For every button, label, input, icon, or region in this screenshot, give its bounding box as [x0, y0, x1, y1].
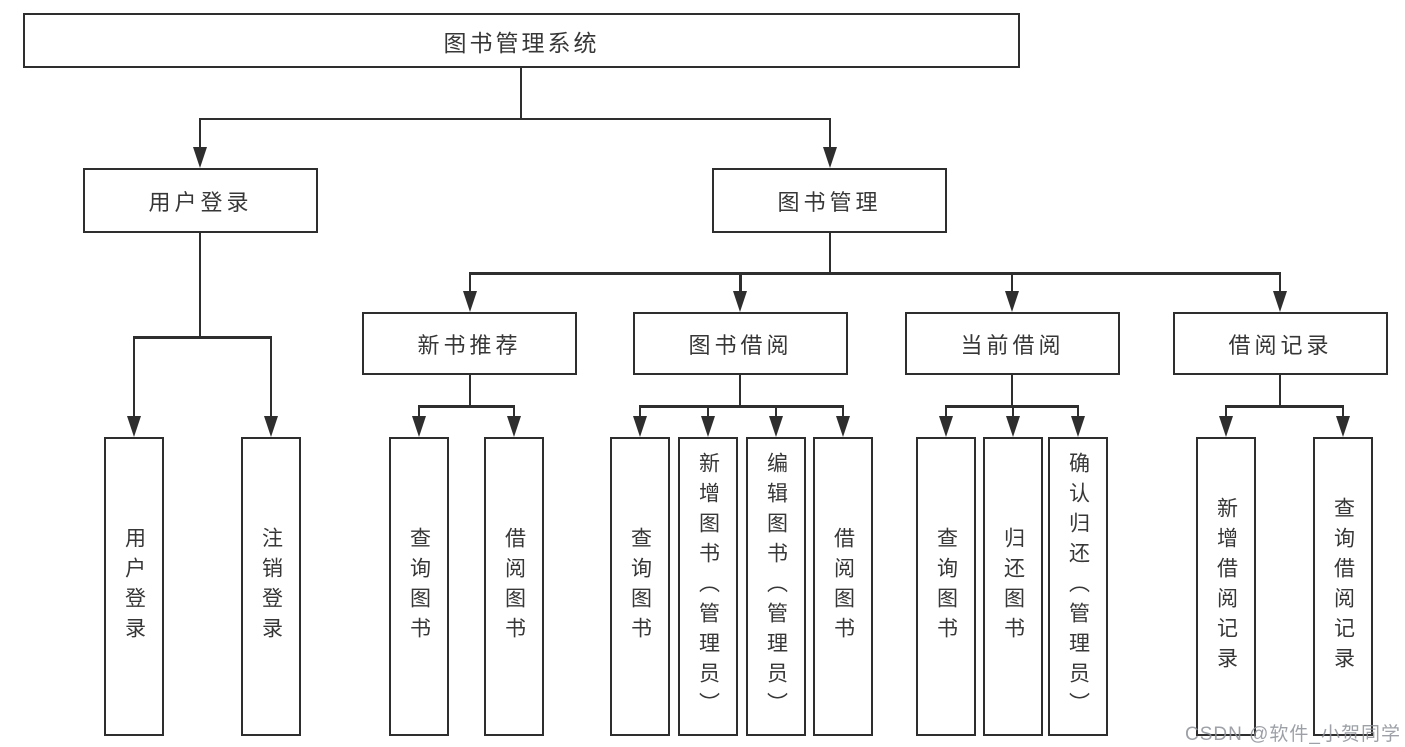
arrowhead-down-icon: [1273, 291, 1287, 312]
node-root: 图书管理系统: [23, 13, 1020, 68]
connector-segment: [1011, 405, 1015, 419]
connector-segment: [198, 117, 202, 151]
arrowhead-down-icon: [939, 416, 953, 437]
node-book-borrowing: 图书借阅: [633, 312, 848, 375]
node-current-borrowing: 当前借阅: [905, 312, 1120, 375]
connector-segment: [417, 405, 516, 408]
node-label: 编辑图书（管理员）: [764, 451, 788, 722]
connector-segment: [512, 405, 516, 419]
connector-segment: [417, 405, 421, 419]
connector-segment: [132, 336, 136, 418]
node-label: 确认归还（管理员）: [1066, 451, 1090, 722]
node-label: 当前借阅: [960, 332, 1065, 358]
connector-segment: [828, 117, 831, 151]
connector-segment: [1278, 272, 1282, 292]
leaf-query-books-borrowing: 查询图书: [610, 437, 670, 736]
node-label: 注销登录: [259, 526, 283, 647]
connector-segment: [738, 375, 742, 407]
arrowhead-down-icon: [633, 416, 647, 437]
node-label: 查询图书: [934, 526, 958, 647]
connector-segment: [468, 375, 472, 407]
connector-segment: [638, 405, 845, 408]
node-label: 用户登录: [148, 189, 253, 215]
leaf-edit-book-admin: 编辑图书（管理员）: [746, 437, 806, 736]
connector-segment: [1010, 375, 1014, 407]
arrowhead-down-icon: [769, 416, 783, 437]
leaf-query-borrow-record: 查询借阅记录: [1313, 437, 1373, 736]
node-label: 新书推荐: [417, 332, 522, 358]
node-label: 借阅图书: [502, 526, 526, 647]
leaf-logout-login: 注销登录: [241, 437, 301, 736]
connector-segment: [269, 336, 273, 418]
arrowhead-down-icon: [701, 416, 715, 437]
node-label: 图书管理系统: [443, 29, 600, 56]
connector-segment: [706, 405, 710, 419]
node-user-login: 用户登录: [83, 168, 318, 233]
node-label: 新增图书（管理员）: [696, 451, 720, 722]
csdn-watermark: CSDN @软件_小贺同学: [1185, 724, 1401, 745]
node-label: 图书管理: [777, 189, 882, 215]
arrowhead-down-icon: [1071, 416, 1085, 437]
connector-segment: [1076, 405, 1080, 419]
leaf-query-books-recommend: 查询图书: [389, 437, 449, 736]
connector-segment: [1224, 405, 1345, 408]
leaf-return-books: 归还图书: [983, 437, 1043, 736]
leaf-add-book-admin: 新增图书（管理员）: [678, 437, 738, 736]
connector-segment: [468, 272, 472, 292]
connector-segment: [739, 272, 742, 292]
node-label: 查询借阅记录: [1331, 496, 1355, 677]
arrowhead-down-icon: [412, 416, 426, 437]
connector-segment: [944, 405, 948, 419]
node-book-management: 图书管理: [712, 168, 947, 233]
leaf-user-login: 用户登录: [104, 437, 164, 736]
node-label: 查询图书: [628, 526, 652, 647]
arrowhead-down-icon: [733, 291, 747, 312]
arrowhead-down-icon: [836, 416, 850, 437]
leaf-confirm-return-admin: 确认归还（管理员）: [1048, 437, 1108, 736]
arrowhead-down-icon: [264, 416, 278, 437]
arrowhead-down-icon: [1219, 416, 1233, 437]
connector-segment: [132, 336, 272, 339]
node-label: 查询图书: [407, 526, 431, 647]
node-label: 归还图书: [1001, 526, 1025, 647]
connector-segment: [198, 233, 202, 337]
arrowhead-down-icon: [127, 416, 141, 437]
arrowhead-down-icon: [1005, 291, 1019, 312]
connector-segment: [1278, 375, 1282, 407]
node-label: 借阅记录: [1228, 332, 1333, 358]
arrowhead-down-icon: [507, 416, 521, 437]
arrowhead-down-icon: [1336, 416, 1350, 437]
connector-segment: [841, 405, 845, 419]
connector-segment: [1010, 272, 1014, 292]
connector-segment: [468, 272, 1281, 275]
connector-segment: [774, 405, 778, 419]
node-label: 用户登录: [122, 526, 146, 647]
connector-segment: [199, 117, 831, 120]
arrowhead-down-icon: [463, 291, 477, 312]
node-label: 新增借阅记录: [1214, 496, 1238, 677]
arrowhead-down-icon: [193, 147, 207, 168]
node-label: 图书借阅: [688, 332, 793, 358]
leaf-borrow-books-recommend: 借阅图书: [484, 437, 544, 736]
connector-segment: [1341, 405, 1345, 419]
leaf-borrow-books-borrowing: 借阅图书: [813, 437, 873, 736]
connector-segment: [638, 405, 642, 419]
arrowhead-down-icon: [1006, 416, 1020, 437]
connector-segment: [519, 68, 523, 118]
arrowhead-down-icon: [822, 147, 837, 168]
node-borrowing-records: 借阅记录: [1173, 312, 1388, 375]
node-new-book-recommend: 新书推荐: [362, 312, 577, 375]
leaf-query-books-current: 查询图书: [916, 437, 976, 736]
connector-segment: [1224, 405, 1228, 419]
node-label: 借阅图书: [831, 526, 855, 647]
leaf-add-borrow-record: 新增借阅记录: [1196, 437, 1256, 736]
connector-segment: [828, 233, 831, 274]
